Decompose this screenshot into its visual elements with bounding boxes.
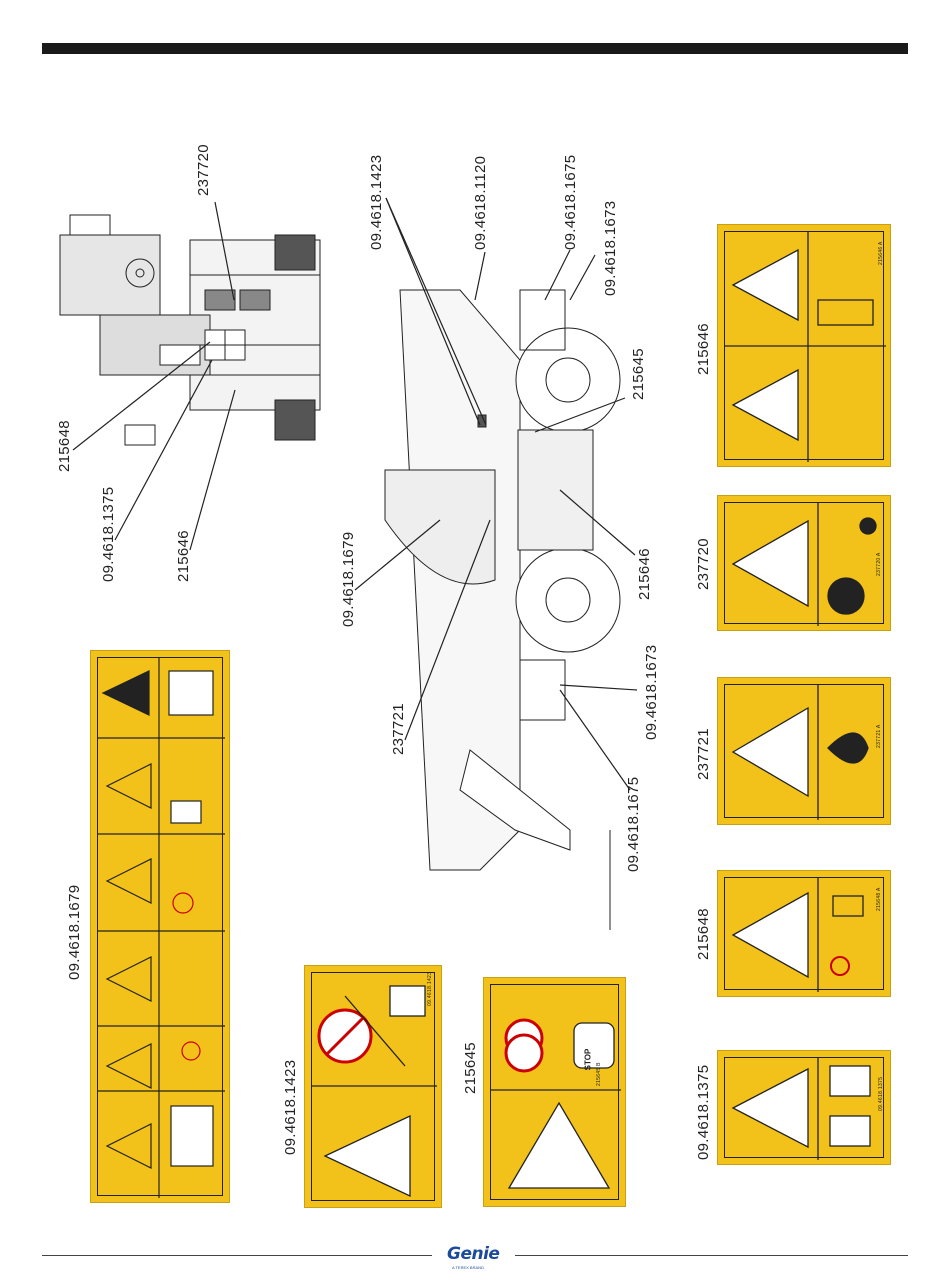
decal-237721-frame — [724, 684, 884, 818]
decal-1423-code: 09.4618.1423 — [427, 971, 433, 1006]
decal-1679 — [90, 650, 230, 1203]
decal-1423: 09.4618.1423 — [304, 965, 442, 1208]
decal-215646: 215646 A — [717, 224, 891, 467]
decal-1679-frame — [97, 657, 223, 1196]
decal-237720-label: 237720 — [695, 538, 712, 590]
decal-237720-code: 237720 A — [876, 552, 882, 576]
decal-237721-symbols — [731, 684, 869, 820]
decal-215648-code: 215648 A — [876, 887, 882, 911]
label-215645-side: 215645 — [630, 348, 647, 400]
decal-215646-symbols — [724, 231, 886, 462]
decal-237721-label: 237721 — [695, 728, 712, 780]
decal-1375: 09.4618.1375 — [717, 1050, 891, 1165]
decal-1375-frame — [724, 1057, 884, 1158]
label-1675-side-top: 09.4618.1675 — [562, 154, 579, 250]
label-1673-side-top: 09.4618.1673 — [602, 200, 619, 296]
machine-top-view-illustration — [59, 214, 321, 446]
label-1675-side-bottom: 09.4618.1675 — [625, 776, 642, 872]
footer-rule-left — [42, 1255, 432, 1256]
label-237721-side: 237721 — [390, 703, 407, 755]
machine-side-view-illustration — [384, 289, 621, 930]
decal-237721: 237721 A — [717, 677, 891, 825]
label-1423-side: 09.4618.1423 — [368, 154, 385, 250]
decal-215646-label: 215646 — [695, 323, 712, 375]
decal-215648-frame — [724, 877, 884, 990]
decal-1423-label: 09.4618.1423 — [282, 1059, 299, 1155]
genie-logo: Genie — [447, 1244, 500, 1264]
decal-215648-label: 215648 — [695, 908, 712, 960]
label-1120-side: 09.4618.1120 — [472, 155, 489, 250]
label-215646-side: 215646 — [636, 548, 653, 600]
decal-1679-symbols — [97, 657, 225, 1198]
decal-215646-code: 215646 A — [878, 241, 884, 265]
decal-1375-label: 09.4618.1375 — [695, 1064, 712, 1160]
decal-1375-code: 09.4618.1375 — [878, 1076, 884, 1111]
decal-1375-symbols — [731, 1057, 871, 1160]
decal-237721-code: 237721 A — [876, 724, 882, 748]
decal-1423-symbols — [311, 985, 437, 1198]
decal-215645-code: 215645 B — [596, 1062, 602, 1086]
header-rule — [42, 43, 908, 54]
decal-215648: 215648 A — [717, 870, 891, 997]
decal-215645-label: 215645 — [462, 1042, 479, 1094]
decal-215645-symbols — [490, 1018, 621, 1189]
decal-215645-stop: STOP — [583, 1048, 593, 1071]
decal-215645-frame — [490, 984, 619, 1200]
decal-237720: 237720 A — [717, 495, 891, 631]
decal-215648-symbols — [731, 877, 864, 992]
label-1673-side-bottom: 09.4618.1673 — [643, 644, 660, 740]
genie-logo-subtitle: A TEREX BRAND — [452, 1265, 484, 1270]
decal-215645: STOP 215645 B — [483, 977, 626, 1207]
decal-237720-symbols — [731, 502, 877, 626]
decal-237720-frame — [724, 502, 884, 624]
label-1679-side: 09.4618.1679 — [340, 531, 357, 627]
footer-rule-right — [515, 1255, 908, 1256]
decal-1679-label: 09.4618.1679 — [66, 884, 83, 980]
